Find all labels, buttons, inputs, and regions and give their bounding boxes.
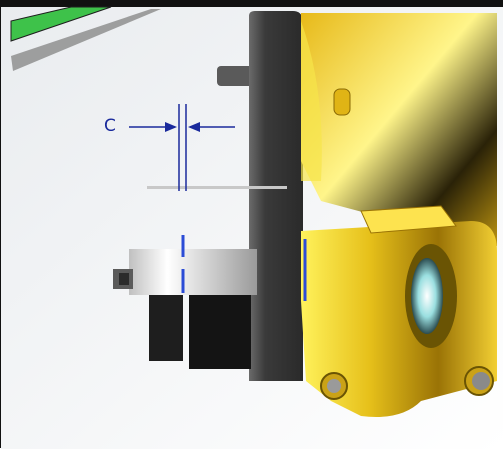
arrowhead-left-icon [165,122,177,132]
bracket-plate [249,11,303,381]
brake-pad-left [149,289,183,361]
bottom-bolt-right-center [472,372,490,390]
grey-edge-line [11,9,161,71]
top-guide-pin [217,66,257,86]
caliper-edge-highlight [301,21,322,181]
bottom-bolt-left-center [327,379,341,393]
caliper-ledge [360,205,457,234]
bore-hole [411,258,443,334]
ground-green-part [10,6,112,42]
brake-pad-right [189,289,251,369]
top-border [1,1,503,7]
guide-pin-cap [119,273,129,285]
caliper-upper-body [301,13,497,246]
arrowhead-right-icon [188,122,200,132]
clearance-label: C [104,116,116,136]
caliper-knob [333,88,351,116]
disc-edge-line [147,186,287,189]
bottom-guide-pin [129,249,257,295]
